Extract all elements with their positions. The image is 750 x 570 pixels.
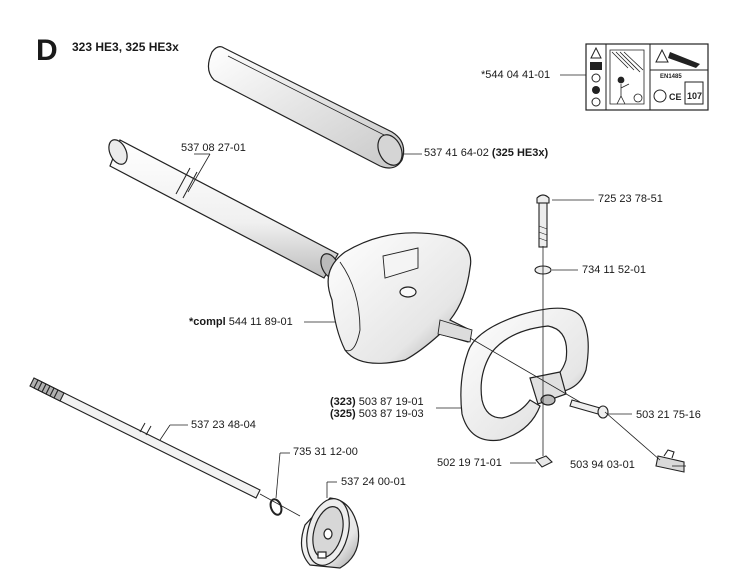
part-label-handle-325: (325) 503 87 19-03: [330, 408, 424, 420]
part-label-handle-cover: 537 41 64-02 (325 HE3x): [424, 147, 549, 159]
model-list: 323 HE3, 325 HE3x: [72, 40, 179, 54]
part-label-bolt: 725 23 78-51: [598, 193, 663, 205]
part-label-o-ring: 735 31 12-00: [293, 446, 358, 458]
connector-part: [655, 449, 685, 473]
part-label-drive-shaft: 537 23 48-04: [191, 419, 256, 431]
handle-cover-part: [207, 46, 405, 169]
part-label-clutch-drum: 537 24 00-01: [341, 476, 406, 488]
part-label-washer: 734 11 52-01: [582, 264, 647, 276]
part-label-connector: 503 94 03-01: [570, 459, 635, 471]
hand-warning-icon: [655, 48, 700, 68]
operator-pictogram: [609, 49, 645, 105]
part-label-shaft-tube: 537 08 27-01: [181, 142, 246, 154]
nut-part: [535, 455, 553, 468]
drive-shaft-part: [29, 377, 261, 499]
guard-part: [327, 232, 473, 364]
shaft-tube-part: [108, 139, 340, 279]
bolt-part: [536, 194, 550, 248]
part-label-nut: 502 19 71-01: [437, 457, 502, 469]
center-lines: [259, 246, 661, 517]
warning-icon: [590, 46, 602, 59]
part-label-screw: 503 21 75-16: [636, 409, 701, 421]
section-letter: D: [36, 34, 58, 67]
screw-part: [569, 399, 609, 419]
decal-noise: 107: [687, 91, 702, 101]
o-ring-part: [269, 498, 283, 516]
loop-handle-part: [460, 307, 589, 442]
clutch-drum-part: [300, 497, 360, 569]
decal-ce: CE: [669, 92, 682, 102]
part-label-decal: *544 04 41-01: [481, 69, 551, 81]
leader-lines: [159, 74, 686, 499]
decal-standard: EN1485: [660, 74, 682, 80]
safety-decal: EN1485 CE 107: [585, 43, 709, 111]
part-label-guard: *compl 544 11 89-01: [189, 316, 293, 328]
part-label-handle-323: (323) 503 87 19-01: [330, 396, 424, 408]
